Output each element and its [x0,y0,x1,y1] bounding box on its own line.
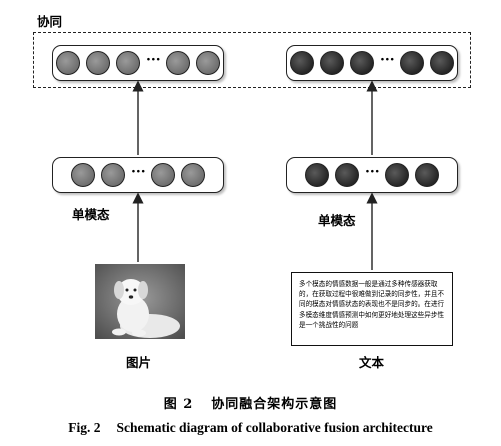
gray-node [151,163,175,187]
gray-node [71,163,95,187]
image-label: 图片 [126,355,152,370]
caption-cn-title: 协同融合架构示意图 [211,397,338,412]
unimodal-label-right: 单模态 [318,213,356,228]
caption-en: Fig. 2 Schematic diagram of collaborative… [0,420,501,436]
caption-cn-number: 图 2 [163,397,194,412]
text-label: 文本 [359,355,385,370]
caption-en-number: Fig. 2 [68,420,101,435]
text-sample: 多个模态的情感数据一般是通过多种传感器获取的，在获取过程中很难做到记录的同步性，… [291,272,453,346]
gray-node [56,51,80,75]
unimodal-vector-left: ··· [52,157,224,193]
ellipsis: ··· [380,52,395,68]
dark-node [400,51,424,75]
gray-node [116,51,140,75]
gray-node [101,163,125,187]
dark-node [430,51,454,75]
dark-node [415,163,439,187]
collab-vector-left: ··· [52,45,224,81]
gray-node [196,51,220,75]
dog-photo [95,264,185,339]
dark-node [335,163,359,187]
dark-node [290,51,314,75]
ellipsis: ··· [365,164,380,180]
caption-cn: 图 2 协同融合架构示意图 [0,393,501,412]
collab-region [33,32,471,88]
gray-node [86,51,110,75]
ellipsis: ··· [146,52,161,68]
gray-node [166,51,190,75]
collab-label: 协同 [37,14,63,29]
collab-vector-right: ··· [286,45,458,81]
dark-node [320,51,344,75]
dark-node [305,163,329,187]
gray-node [181,163,205,187]
unimodal-label-left: 单模态 [72,207,110,222]
unimodal-vector-right: ··· [286,157,458,193]
dark-node [350,51,374,75]
caption-en-title: Schematic diagram of collaborative fusio… [116,420,433,435]
dark-node [385,163,409,187]
ellipsis: ··· [131,164,146,180]
